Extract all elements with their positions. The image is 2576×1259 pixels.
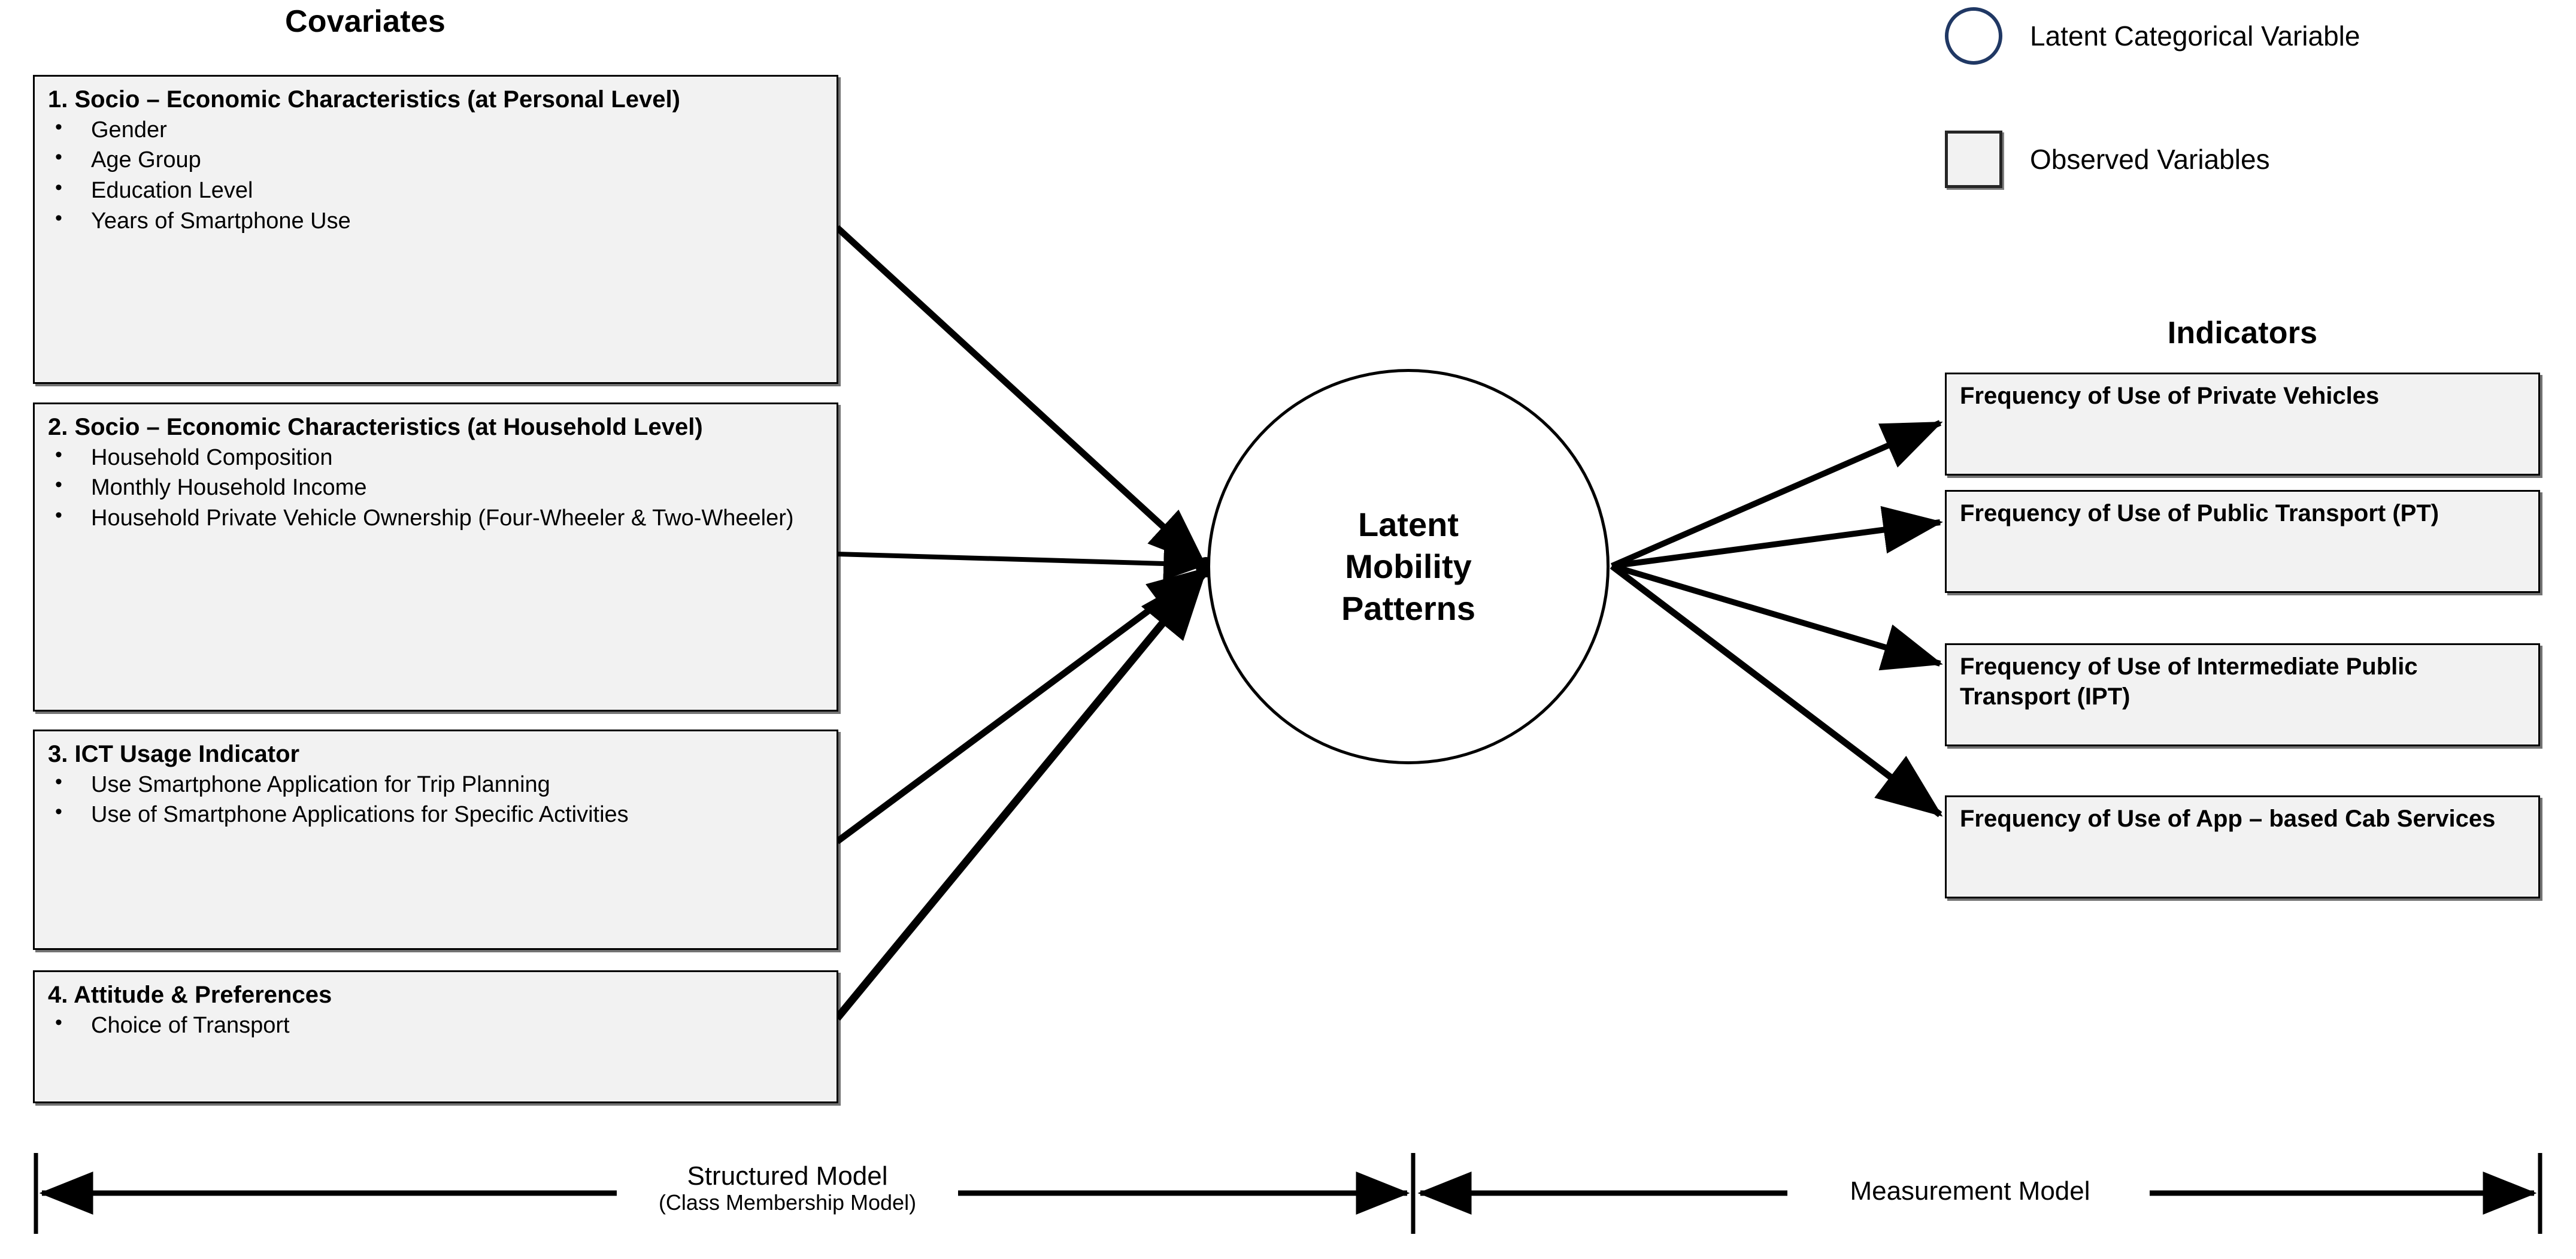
latent-mobility-patterns-node[interactable]: Latent Mobility Patterns [1207, 369, 1610, 764]
latent-to-indicator-arrows [1610, 420, 1943, 818]
arrow-indicator-2 [1611, 506, 1943, 569]
arrow-indicator-3 [1611, 563, 1943, 671]
observed-variable-icon [1945, 131, 2002, 188]
list-item: Gender [48, 114, 826, 145]
arrow-covariate-4 [834, 569, 1208, 1021]
covariate-box-1-title: 1. Socio – Economic Characteristics (at … [48, 86, 680, 113]
indicator-box-1[interactable]: Frequency of Use of Private Vehicles [1945, 373, 2540, 476]
measurement-model-label: Measurement Model [1850, 1176, 2090, 1206]
arrow-covariate-3 [835, 566, 1207, 845]
covariate-box-3[interactable]: 3. ICT Usage Indicator Use Smartphone Ap… [33, 730, 838, 950]
indicators-heading: Indicators [2167, 316, 2318, 350]
list-item: Education Level [48, 175, 826, 205]
bottom-brackets [34, 1153, 2542, 1234]
covariate-box-4-bullets: Choice of Transport [48, 1010, 826, 1040]
list-item: Use of Smartphone Applications for Speci… [48, 799, 826, 830]
covariate-box-1[interactable]: 1. Socio – Economic Characteristics (at … [33, 75, 838, 384]
list-item: Years of Smartphone Use [48, 205, 826, 236]
covariate-box-2[interactable]: 2. Socio – Economic Characteristics (at … [33, 402, 838, 712]
covariate-box-2-bullets: Household Composition Monthly Household … [48, 442, 826, 533]
covariate-box-3-title: 3. ICT Usage Indicator [48, 741, 300, 767]
latent-node-label-line1: Latent [1358, 506, 1459, 543]
measurement-model-caption: Measurement Model [1787, 1176, 2153, 1206]
structured-model-sublabel: (Class Membership Model) [658, 1190, 917, 1215]
covariate-box-4-title: 4. Attitude & Preferences [48, 982, 332, 1008]
indicator-box-2[interactable]: Frequency of Use of Public Transport (PT… [1945, 490, 2540, 593]
latent-node-label-line2: Mobility [1345, 547, 1472, 585]
indicator-box-4-text: Frequency of Use of App – based Cab Serv… [1960, 806, 2496, 832]
legend-item-latent: Latent Categorical Variable [1945, 7, 2360, 65]
structured-model-label: Structured Model [687, 1161, 888, 1191]
covariate-box-4[interactable]: 4. Attitude & Preferences Choice of Tran… [33, 970, 838, 1103]
indicator-box-3[interactable]: Frequency of Use of Intermediate Public … [1945, 643, 2540, 746]
structured-model-caption: Structured Model (Class Membership Model… [599, 1161, 976, 1215]
arrow-covariate-2 [837, 546, 1207, 580]
arrow-covariate-1 [835, 225, 1207, 568]
arrow-indicator-1 [1611, 420, 1943, 569]
indicator-box-3-text: Frequency of Use of Intermediate Public … [1960, 653, 2418, 710]
covariate-box-1-bullets: Gender Age Group Education Level Years o… [48, 114, 826, 236]
list-item: Monthly Household Income [48, 472, 826, 503]
latent-node-label-line3: Patterns [1341, 589, 1476, 627]
indicator-box-2-text: Frequency of Use of Public Transport (PT… [1960, 500, 2439, 526]
covariate-box-2-title: 2. Socio – Economic Characteristics (at … [48, 414, 703, 440]
legend-label-latent: Latent Categorical Variable [2030, 20, 2360, 52]
legend-label-observed: Observed Variables [2030, 144, 2270, 175]
latent-variable-icon [1945, 7, 2002, 65]
list-item: Choice of Transport [48, 1010, 826, 1040]
list-item: Household Private Vehicle Ownership (Fou… [48, 503, 826, 533]
indicator-box-4[interactable]: Frequency of Use of App – based Cab Serv… [1945, 795, 2540, 898]
indicator-box-1-text: Frequency of Use of Private Vehicles [1960, 383, 2380, 409]
list-item: Household Composition [48, 442, 826, 473]
covariates-heading: Covariates [285, 4, 446, 39]
latent-node-label: Latent Mobility Patterns [1341, 504, 1475, 630]
list-item: Use Smartphone Application for Trip Plan… [48, 769, 826, 800]
list-item: Age Group [48, 144, 826, 175]
arrow-indicator-4 [1610, 563, 1943, 818]
legend-item-observed: Observed Variables [1945, 131, 2270, 188]
covariate-to-latent-arrows [834, 225, 1216, 1021]
covariate-box-3-bullets: Use Smartphone Application for Trip Plan… [48, 769, 826, 830]
